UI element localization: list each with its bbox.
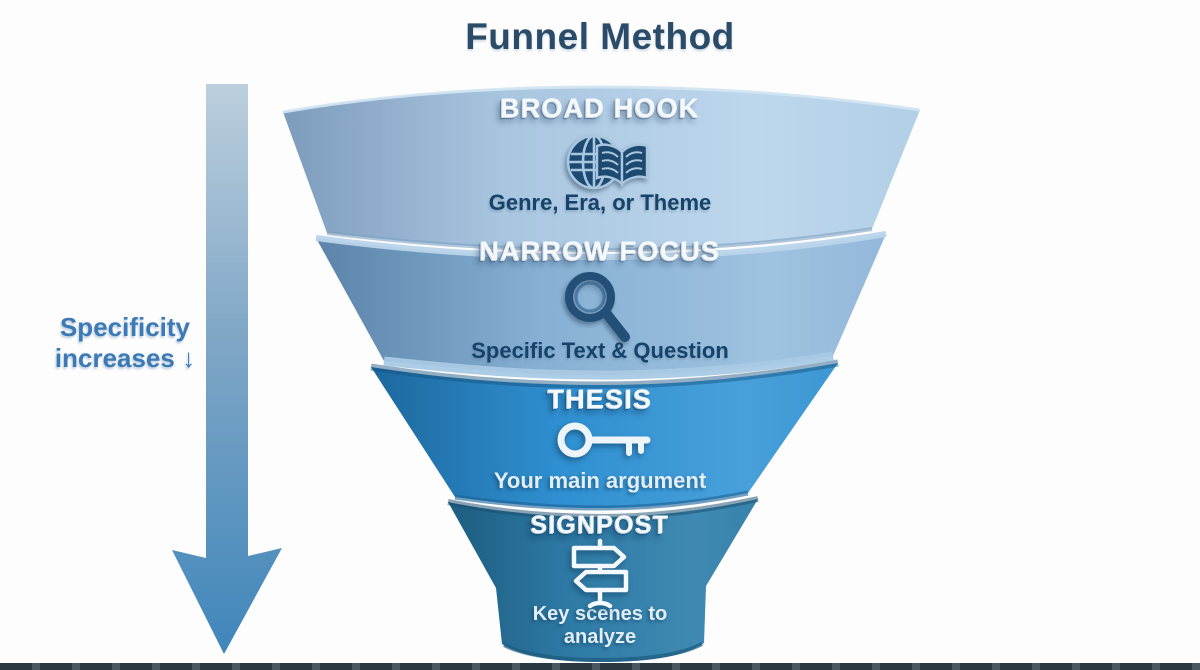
tier-2-label: NARROW FOCUS bbox=[479, 236, 721, 266]
magnifier-lens-inner bbox=[574, 281, 606, 313]
key-teeth bbox=[626, 437, 644, 456]
tier-1-label: BROAD HOOK bbox=[500, 93, 700, 123]
open-book bbox=[595, 143, 649, 187]
tier-3-sublabel: Your main argument bbox=[493, 468, 707, 493]
specificity-label: Specificity increases ↓ bbox=[36, 312, 214, 373]
specificity-label-line1: Specificity bbox=[59, 312, 191, 342]
tier-2-top-highlight bbox=[315, 231, 887, 261]
tier-1-sublabel: Genre, Era, or Theme bbox=[488, 190, 712, 215]
key-ring bbox=[557, 422, 593, 458]
signpost-lower-sign bbox=[573, 569, 629, 593]
tier-4-top-shadow bbox=[447, 496, 759, 521]
diagram-title: Funnel Method bbox=[465, 16, 735, 57]
signpost-base bbox=[587, 600, 613, 609]
bottom-edge-strip bbox=[0, 663, 1200, 670]
tier-4-sublabel: Key scenes to analyze bbox=[532, 603, 668, 648]
key-icon bbox=[557, 422, 651, 458]
globe-book-icon bbox=[566, 134, 649, 190]
specificity-label-line2: increases ↓ bbox=[54, 342, 196, 373]
funnel-tier-4-shape bbox=[447, 496, 759, 663]
funnel-spout-bottom-edge bbox=[503, 642, 703, 663]
specificity-arrow bbox=[172, 84, 282, 654]
tier-4-label: SIGNPOST bbox=[530, 511, 670, 539]
tier-2-bottom-rim bbox=[383, 351, 834, 380]
signpost-icon bbox=[571, 538, 629, 609]
funnel-tier-3-shape bbox=[370, 359, 839, 511]
magnifying-glass-icon bbox=[565, 272, 630, 342]
tier-3-label: THESIS bbox=[547, 384, 653, 414]
tier-3-body bbox=[371, 363, 838, 508]
tier-1-top-rim bbox=[282, 85, 921, 114]
tier-1-bottom-shade bbox=[326, 227, 873, 253]
magnifier-lens bbox=[565, 272, 615, 322]
tier-3-top-shadow bbox=[370, 359, 839, 389]
tier-4-body bbox=[448, 499, 758, 662]
tier-3-bottom-rim bbox=[454, 490, 749, 511]
magnifier-handle bbox=[601, 308, 630, 342]
signpost-upper-sign bbox=[571, 545, 627, 569]
tier-2-sublabel: Specific Text & Question bbox=[471, 338, 729, 363]
